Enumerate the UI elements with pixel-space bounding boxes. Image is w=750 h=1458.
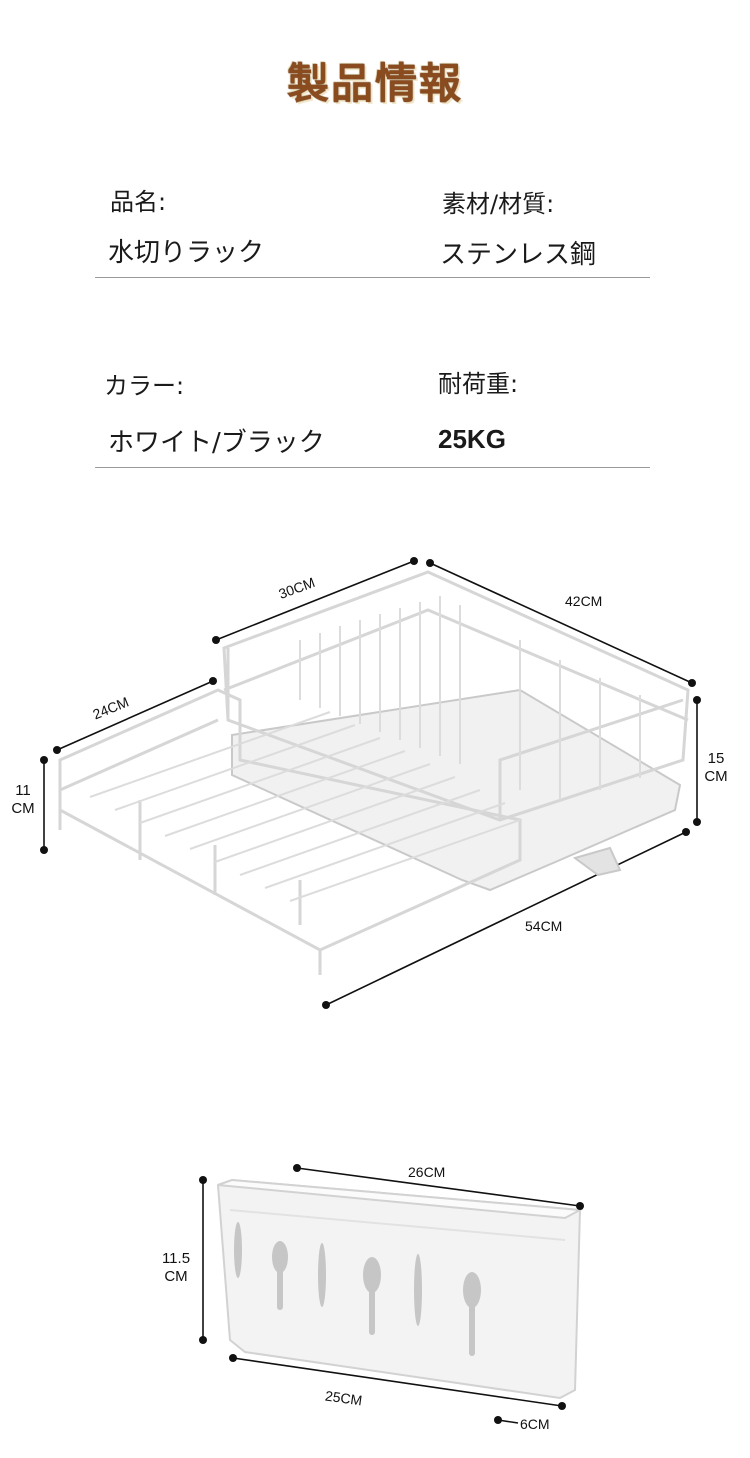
dim-label-26cm: 26CM: [408, 1164, 446, 1180]
dim-label-6cm: 6CM: [520, 1416, 550, 1432]
cutlery-holder-slots: [234, 1222, 481, 1356]
dim-label-15cm-num: 15: [707, 750, 725, 767]
divider: [95, 467, 650, 468]
color-label: カラー:: [104, 372, 185, 400]
divider: [95, 277, 650, 278]
dimension-lines: [40, 557, 701, 1009]
material-label: 素材/材質:: [442, 190, 555, 218]
dim-label-15cm: 15 CM: [700, 750, 732, 786]
dim-label-11cm: 11 CM: [8, 782, 38, 818]
dim-label-11cm-num: 11: [15, 782, 31, 799]
dim-label-42cm: 42CM: [565, 593, 603, 609]
load-value: 25KG: [438, 424, 506, 454]
dim-label-11cm-unit: CM: [11, 800, 35, 817]
dim-label-11-5cm-num: 11.5: [161, 1250, 191, 1267]
material-value: ステンレス鋼: [440, 240, 597, 270]
product-name-label: 品名:: [110, 188, 167, 216]
color-value: ホワイト/ブラック: [108, 428, 325, 458]
load-label: 耐荷重:: [438, 370, 519, 398]
dim-label-11-5cm-unit: CM: [164, 1268, 188, 1285]
dim-label-11-5cm: 11.5 CM: [155, 1250, 197, 1286]
product-name-value: 水切りラック: [108, 238, 265, 268]
dim-label-54cm: 54CM: [525, 918, 563, 934]
holder-dimension-lines: [199, 1164, 584, 1424]
dim-label-15cm-unit: CM: [704, 768, 728, 785]
drip-tray: [231, 688, 682, 892]
page-title: 製品情報: [286, 59, 463, 108]
cutlery-holder: [216, 1178, 584, 1400]
rack-wires: [89, 596, 641, 902]
